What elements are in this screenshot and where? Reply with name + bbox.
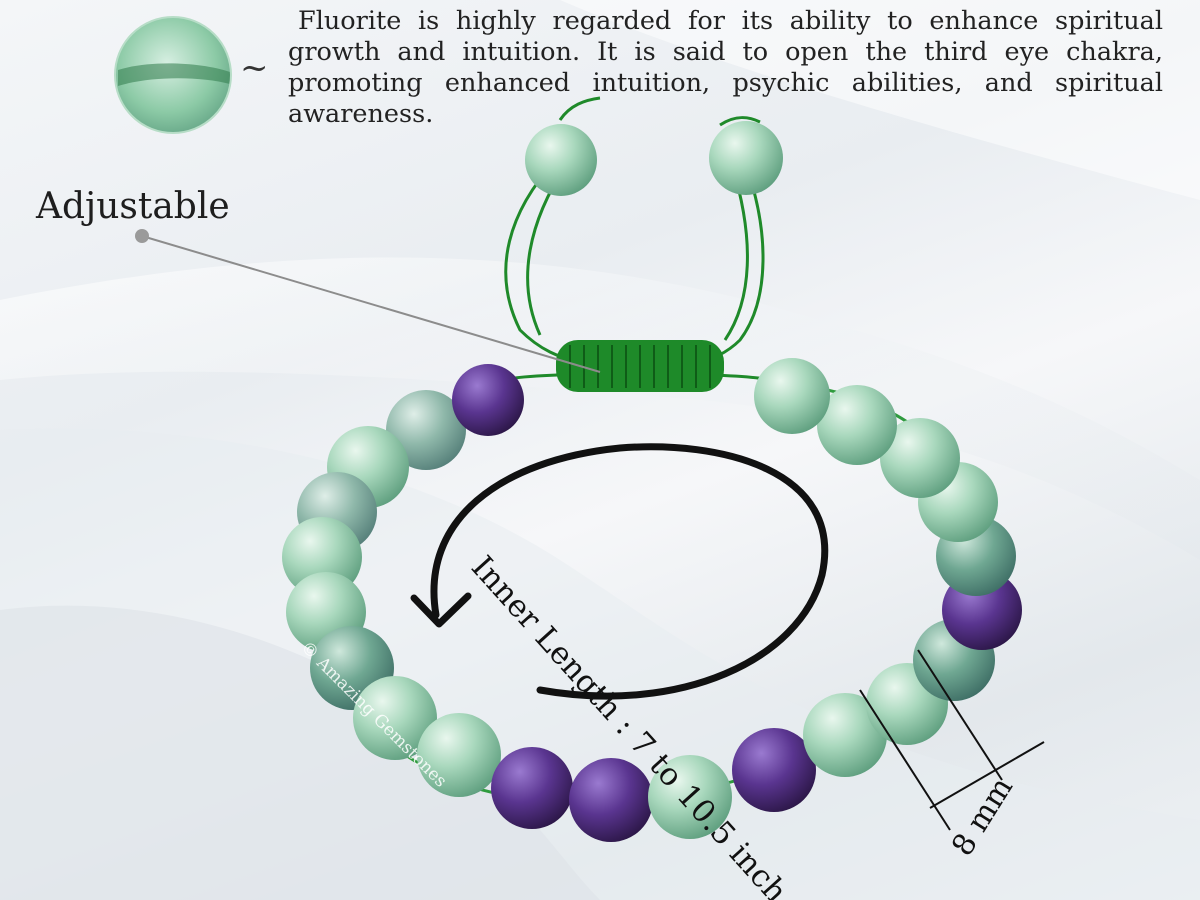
bead-size-dimension (859, 649, 1045, 831)
adjustable-label: Adjustable (36, 186, 230, 227)
bead (353, 676, 437, 760)
cord-end-beads (525, 121, 783, 196)
bead (803, 693, 887, 777)
fluorite-swatch (114, 16, 232, 134)
bead (732, 728, 816, 812)
inner-length-arrow (410, 443, 829, 700)
bead (417, 713, 501, 797)
bead (880, 418, 960, 498)
tilde-mark: ~ (240, 48, 269, 88)
bead (569, 758, 653, 842)
bead (452, 364, 524, 436)
bracelet-beads (282, 358, 1022, 842)
bead (817, 385, 897, 465)
bead (386, 390, 466, 470)
adjustable-pointer (135, 229, 601, 373)
bead (491, 747, 573, 829)
fluorite-description: Fluorite is highly regarded for its abil… (288, 6, 1163, 129)
bead (754, 358, 830, 434)
bead (648, 755, 732, 839)
